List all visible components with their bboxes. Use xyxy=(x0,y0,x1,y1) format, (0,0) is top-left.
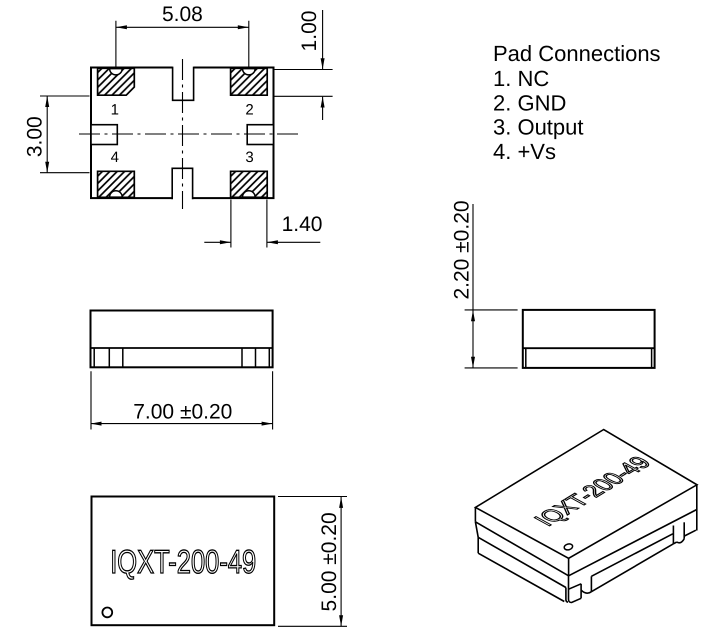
svg-text:IQXT-200-49: IQXT-200-49 xyxy=(110,543,256,580)
svg-text:3.00: 3.00 xyxy=(24,116,47,157)
svg-text:2: 2 xyxy=(245,102,253,119)
svg-text:4. +Vs: 4. +Vs xyxy=(493,139,556,164)
svg-text:1.40: 1.40 xyxy=(282,213,323,236)
svg-text:3. Output: 3. Output xyxy=(493,114,584,139)
svg-text:5.08: 5.08 xyxy=(162,3,203,26)
svg-text:7.00 ±0.20: 7.00 ±0.20 xyxy=(133,401,232,424)
svg-text:1.00: 1.00 xyxy=(298,11,321,52)
svg-text:Pad Connections: Pad Connections xyxy=(493,41,661,66)
svg-text:1: 1 xyxy=(111,102,119,119)
svg-text:3: 3 xyxy=(245,149,253,166)
svg-text:2.20 ±0.20: 2.20 ±0.20 xyxy=(451,200,474,299)
svg-text:5.00 ±0.20: 5.00 ±0.20 xyxy=(318,512,341,611)
svg-text:4: 4 xyxy=(111,149,119,166)
svg-text:2. GND: 2. GND xyxy=(493,90,566,115)
svg-text:1. NC: 1. NC xyxy=(493,66,549,91)
